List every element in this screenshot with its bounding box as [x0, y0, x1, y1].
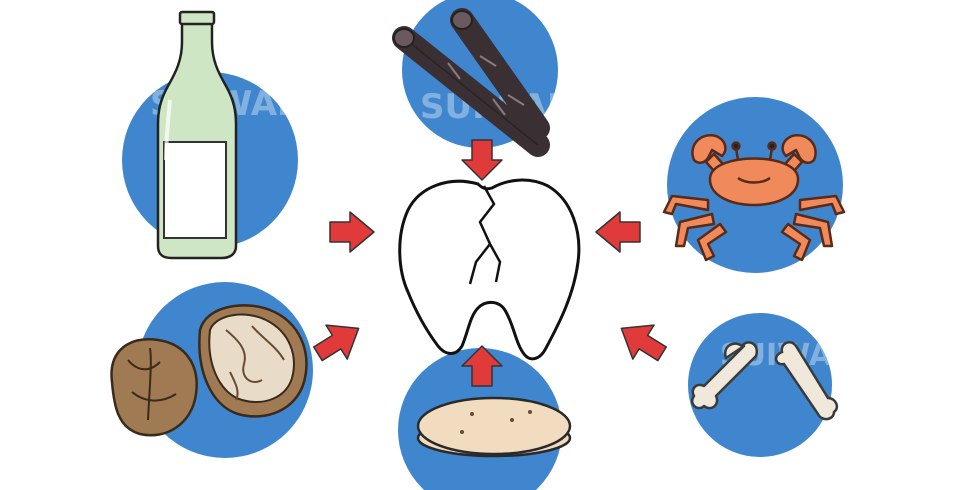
crab-icon [662, 134, 846, 262]
arrow-from-pancake [461, 345, 503, 387]
arrow-from-bottle [329, 211, 375, 253]
bottle-icon [156, 10, 238, 260]
pancake-icon [416, 396, 572, 458]
walnut-icon [110, 304, 308, 437]
arrow-from-walnut [312, 324, 360, 362]
sugarcane-icon [392, 8, 550, 157]
tooth-crack [468, 185, 502, 285]
arrows [312, 139, 668, 387]
cracked-tooth-icon [398, 178, 581, 361]
bone-icon [690, 341, 839, 421]
arrow-from-crab [595, 211, 641, 253]
arrow-from-sugarcane [461, 139, 503, 181]
arrow-from-bone [620, 324, 668, 362]
